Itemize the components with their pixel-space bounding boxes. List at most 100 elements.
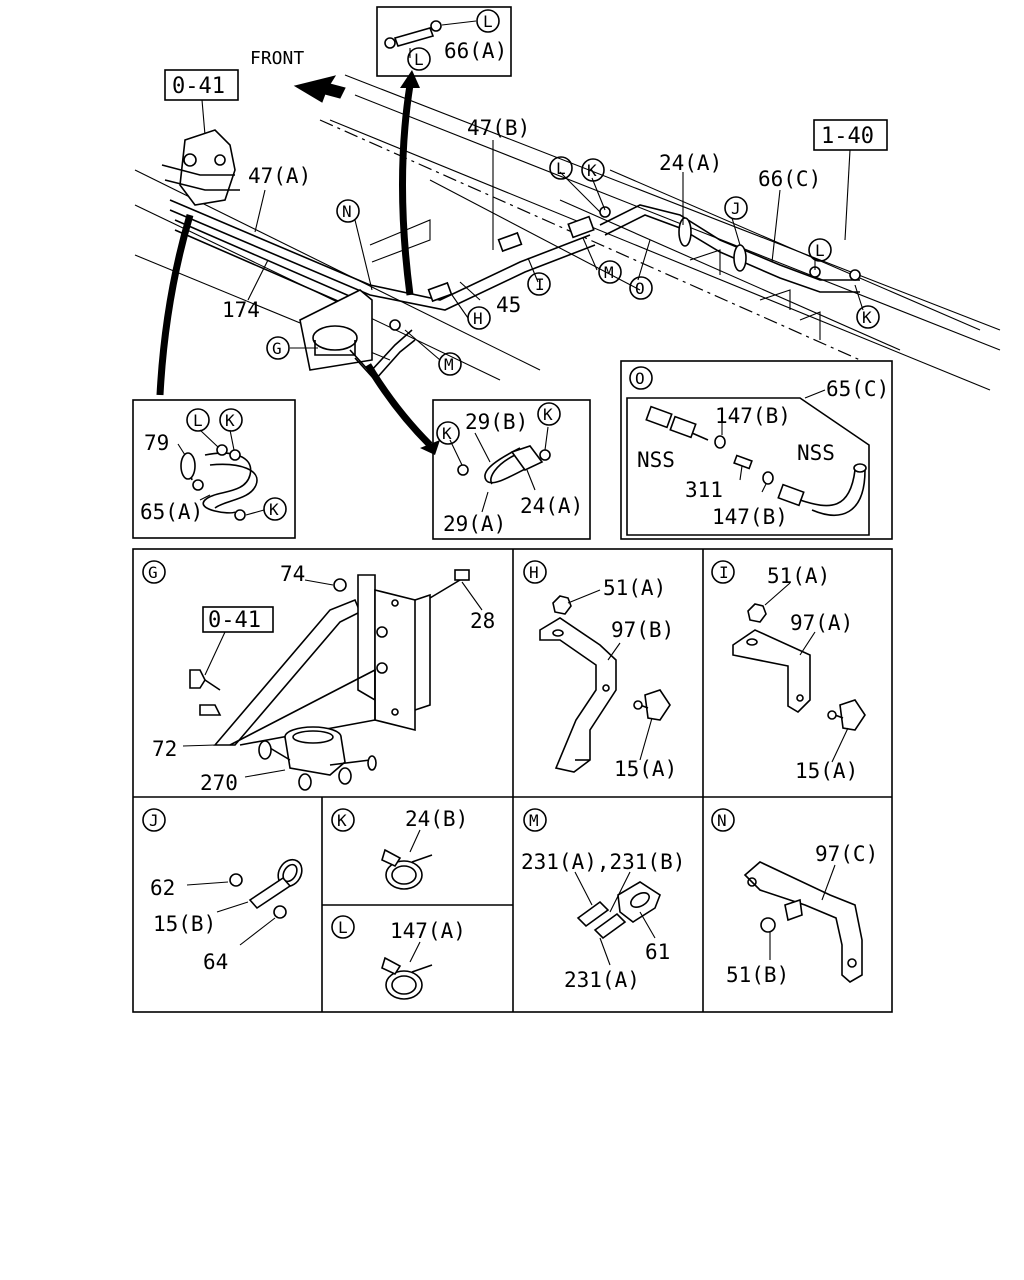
label-64: 64	[203, 950, 228, 974]
label-174: 174	[222, 298, 260, 322]
callout-n-panel: N	[711, 808, 735, 832]
svg-text:N: N	[717, 811, 727, 830]
callout-k-mid-inset-2: K	[537, 402, 561, 426]
label-61: 61	[645, 940, 670, 964]
label-65a: 65(A)	[140, 500, 203, 524]
inset-hose-66a: L L 66(A)	[376, 6, 512, 77]
callout-k-left-inset-1: K	[219, 408, 243, 432]
svg-text:O: O	[635, 369, 645, 388]
inset-hose-29: K K 29(B) 24(A) 29(A)	[432, 399, 591, 540]
callout-i-panel: I	[711, 560, 735, 584]
svg-text:K: K	[442, 424, 452, 443]
svg-text:L: L	[414, 50, 424, 69]
callout-m-panel: M	[523, 808, 547, 832]
label-270: 270	[200, 771, 238, 795]
svg-text:G: G	[148, 563, 158, 582]
label-147b-2: 147(B)	[712, 505, 788, 529]
panel-l: L 147(A)	[331, 915, 466, 1000]
panel-g: G 0-41 74 28 72 270	[142, 560, 495, 795]
label-28: 28	[470, 609, 495, 633]
callout-m-left: M	[438, 352, 462, 376]
svg-text:L: L	[556, 159, 566, 178]
svg-text:J: J	[149, 811, 159, 830]
label-15a-i: 15(A)	[795, 759, 858, 783]
panel-o: O 65(C) 147(B) NSS NSS 311 147(B)	[620, 360, 893, 540]
label-nss-2: NSS	[797, 441, 835, 465]
callout-l-right: L	[808, 238, 832, 262]
panel-k: K 24(B)	[331, 807, 468, 890]
label-24b: 24(B)	[405, 807, 468, 831]
svg-text:H: H	[473, 309, 483, 328]
callout-h: H	[467, 306, 491, 330]
panel-n: N 97(C) 51(B)	[711, 808, 878, 987]
callout-k-top: K	[581, 158, 605, 182]
label-311: 311	[685, 478, 723, 502]
svg-text:L: L	[193, 411, 203, 430]
callout-l-left-inset: L	[186, 408, 210, 432]
fuel-pipes	[169, 199, 861, 316]
ref-box-0-41: 0-41	[164, 69, 239, 136]
svg-text:L: L	[815, 241, 825, 260]
svg-text:I: I	[535, 275, 545, 294]
callout-k-panel: K	[331, 808, 355, 832]
callout-h-panel: H	[523, 560, 547, 584]
callout-m-right: M	[598, 260, 622, 284]
label-24a: 24(A)	[659, 151, 722, 175]
svg-text:K: K	[543, 405, 553, 424]
label-74: 74	[280, 562, 305, 586]
svg-text:K: K	[337, 811, 347, 830]
inset-hose-65a: L K K 79 65(A)	[132, 399, 296, 539]
label-29a: 29(A)	[443, 512, 506, 536]
ref-box-1-40-label: 1-40	[821, 124, 874, 149]
fuel-filter-assembly	[299, 289, 416, 382]
label-62: 62	[150, 876, 175, 900]
svg-text:N: N	[342, 202, 352, 221]
label-51a-h: 51(A)	[603, 576, 666, 600]
panel-h: H 51(A) 97(B) 15(A)	[523, 560, 677, 781]
label-45: 45	[496, 293, 521, 317]
label-47b: 47(B)	[467, 116, 530, 140]
svg-text:M: M	[604, 263, 614, 282]
front-arrow: FRONT	[250, 48, 346, 103]
callout-k-right: K	[856, 305, 880, 329]
label-15a-h: 15(A)	[614, 757, 677, 781]
label-231ab: 231(A),231(B)	[521, 850, 685, 874]
callout-j: J	[724, 196, 748, 220]
label-147b-1: 147(B)	[715, 404, 791, 428]
leader-lines	[247, 140, 864, 361]
label-72: 72	[152, 737, 177, 761]
svg-text:K: K	[862, 308, 872, 327]
callout-l-top: L	[549, 156, 573, 180]
label-47a: 47(A)	[248, 164, 311, 188]
label-97a: 97(A)	[790, 611, 853, 635]
callout-n: N	[336, 199, 360, 223]
label-65c: 65(C)	[826, 377, 889, 401]
frame-rails	[134, 74, 1001, 391]
label-66a: 66(A)	[444, 39, 507, 63]
label-29b: 29(B)	[465, 410, 528, 434]
callout-j-panel: J	[142, 808, 166, 832]
label-51a-i: 51(A)	[767, 564, 830, 588]
svg-text:L: L	[338, 918, 348, 937]
label-51b: 51(B)	[726, 963, 789, 987]
ref-box-1-40: 1-40	[813, 119, 888, 241]
panel-i: I 51(A) 97(A) 15(A)	[711, 560, 866, 783]
callout-l-inset-2: L	[407, 47, 431, 71]
callout-g-panel: G	[142, 560, 166, 584]
label-231a: 231(A)	[564, 968, 640, 992]
label-ref-0-41-panel-g: 0-41	[208, 608, 261, 633]
callout-arrows	[156, 70, 440, 455]
detail-grid	[132, 548, 893, 1013]
label-147a: 147(A)	[390, 919, 466, 943]
panel-m: M 231(A),231(B) 61 231(A)	[521, 808, 685, 992]
ref-box-0-41-label: 0-41	[172, 74, 225, 99]
svg-text:M: M	[444, 355, 454, 374]
svg-text:O: O	[635, 279, 645, 298]
label-24a-inset: 24(A)	[520, 494, 583, 518]
callout-k-left-inset-2: K	[263, 497, 287, 521]
callout-k-mid-inset-1: K	[436, 421, 460, 445]
label-66c: 66(C)	[758, 167, 821, 191]
svg-text:I: I	[719, 563, 729, 582]
svg-text:H: H	[529, 563, 539, 582]
